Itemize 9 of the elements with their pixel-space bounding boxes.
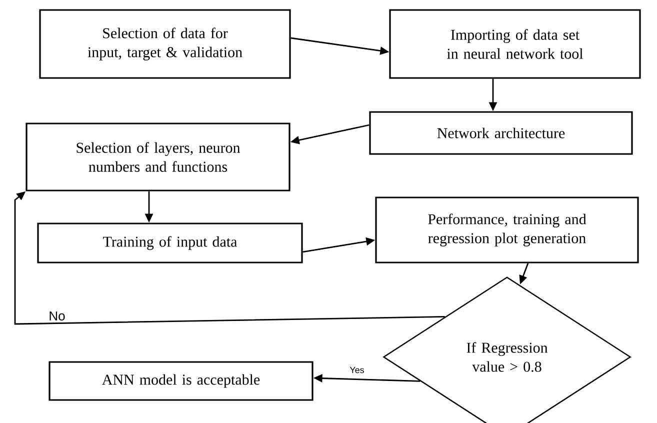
process-box: Importing of data set in neural network tool — [389, 9, 641, 79]
process-box: Performance, training and regression plot generation — [375, 196, 639, 264]
process-box: Network architecture — [369, 111, 633, 155]
edge-label: Yes — [348, 366, 366, 374]
process-box: Training of input data — [37, 222, 303, 264]
process-box: Selection of layers, neuron numbers and functions — [26, 122, 290, 192]
process-box: Selection of data for input, target & validation — [39, 9, 291, 79]
process-box: ANN model is acceptable — [48, 361, 314, 401]
edge-label: No — [48, 310, 66, 322]
